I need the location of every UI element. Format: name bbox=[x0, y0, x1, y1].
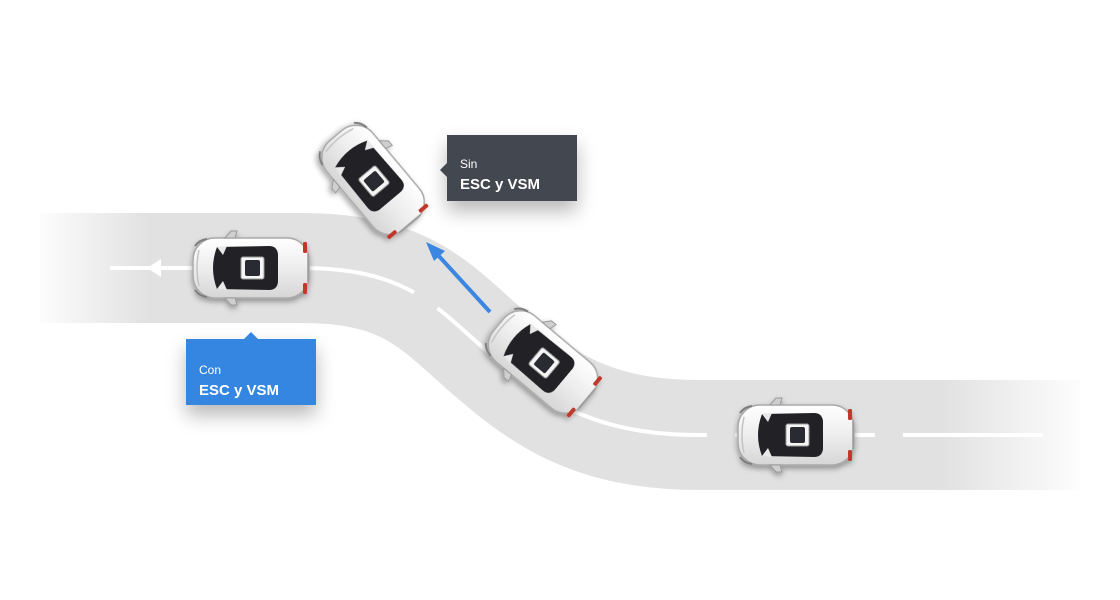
callout-with-small-label: Con bbox=[199, 363, 222, 377]
car-right bbox=[737, 397, 855, 473]
car-with-esc bbox=[192, 230, 310, 306]
direction-arrow-icon bbox=[147, 259, 180, 277]
trajectory-arrow-icon bbox=[426, 242, 492, 314]
road-fade-left bbox=[30, 205, 150, 331]
callout-with-esc-vsm: Con ESC y VSM bbox=[186, 332, 316, 405]
road-fade-right bbox=[940, 372, 1090, 498]
callout-without-small-label: Sin bbox=[460, 157, 478, 171]
callout-with-main-label: ESC y VSM bbox=[199, 382, 280, 399]
callout-without-main-label: ESC y VSM bbox=[460, 176, 541, 193]
callout-without-esc-vsm: Sin ESC y VSM bbox=[440, 135, 577, 201]
lane-marking bbox=[90, 266, 1060, 437]
